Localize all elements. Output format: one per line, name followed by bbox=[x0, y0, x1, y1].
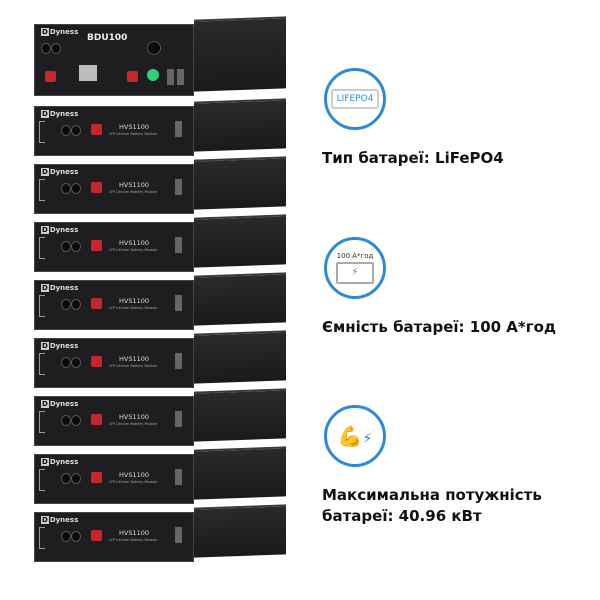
feature-capacity: Ємність батареї: 100 А*год bbox=[322, 318, 556, 336]
lifepo4-battery-icon: LIFEPO4 bbox=[324, 68, 386, 130]
module-subtitle: LFP Lithium Battery Module bbox=[109, 190, 158, 194]
module-subtitle: LFP Lithium Battery Module bbox=[109, 364, 158, 368]
feature-max-power: Максимальна потужність батареї: 40.96 кВ… bbox=[322, 486, 542, 525]
module-subtitle: LFP Lithium Battery Module bbox=[109, 132, 158, 136]
module-model: HVS1100 bbox=[119, 413, 150, 421]
module-subtitle: LFP Lithium Battery Module bbox=[109, 422, 158, 426]
car-battery-icon: 100 А*год ⚡ bbox=[324, 237, 386, 299]
module-subtitle: LFP Lithium Battery Module bbox=[109, 248, 158, 252]
strong-battery-icon: 💪⚡ bbox=[324, 405, 386, 467]
module-model: HVS1100 bbox=[119, 123, 150, 131]
module-model: HVS1100 bbox=[119, 529, 150, 537]
module-model: HVS1100 bbox=[119, 355, 150, 363]
module-subtitle: LFP Lithium Battery Module bbox=[109, 480, 158, 484]
bdu-model-label: BDU100 bbox=[87, 33, 128, 43]
module-model: HVS1100 bbox=[119, 297, 150, 305]
module-subtitle: LFP Lithium Battery Module bbox=[109, 538, 158, 542]
feature-battery-type: Тип батареї: LiFePO4 bbox=[322, 149, 504, 167]
module-model: HVS1100 bbox=[119, 471, 150, 479]
module-model: HVS1100 bbox=[119, 239, 150, 247]
power-button bbox=[147, 69, 159, 81]
module-model: HVS1100 bbox=[119, 181, 150, 189]
module-subtitle: LFP Lithium Battery Module bbox=[109, 306, 158, 310]
